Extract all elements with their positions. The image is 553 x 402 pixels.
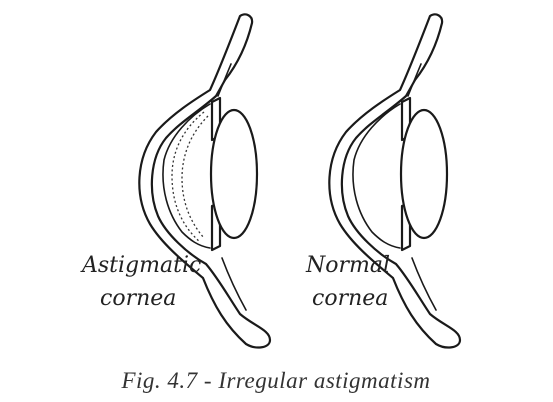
astigmatic-eye-diagram	[138, 13, 272, 349]
astigmatic-irregular-contour-2	[181, 115, 209, 239]
normal-anterior-chamber	[352, 103, 401, 249]
normal-eye-diagram	[328, 13, 462, 349]
astigmatic-inner-contour	[217, 63, 247, 311]
astigmatic-irregular-contour-1	[171, 111, 205, 243]
astigmatic-label-line-2: cornea	[100, 286, 176, 311]
normal-eye-wall	[328, 13, 462, 349]
normal-label-line-2: cornea	[312, 286, 388, 311]
astigmatic-anterior-chamber	[162, 103, 211, 249]
normal-label-line-1: Normal	[305, 253, 390, 278]
astigmatic-lens	[209, 108, 259, 240]
normal-inner-contour	[407, 63, 437, 311]
astigmatic-label-line-1: Astigmatic	[80, 253, 201, 278]
figure-caption: Fig. 4.7 - Irregular astigmatism	[120, 368, 430, 393]
normal-lens	[399, 108, 449, 240]
astigmatic-eye-wall	[138, 13, 272, 349]
